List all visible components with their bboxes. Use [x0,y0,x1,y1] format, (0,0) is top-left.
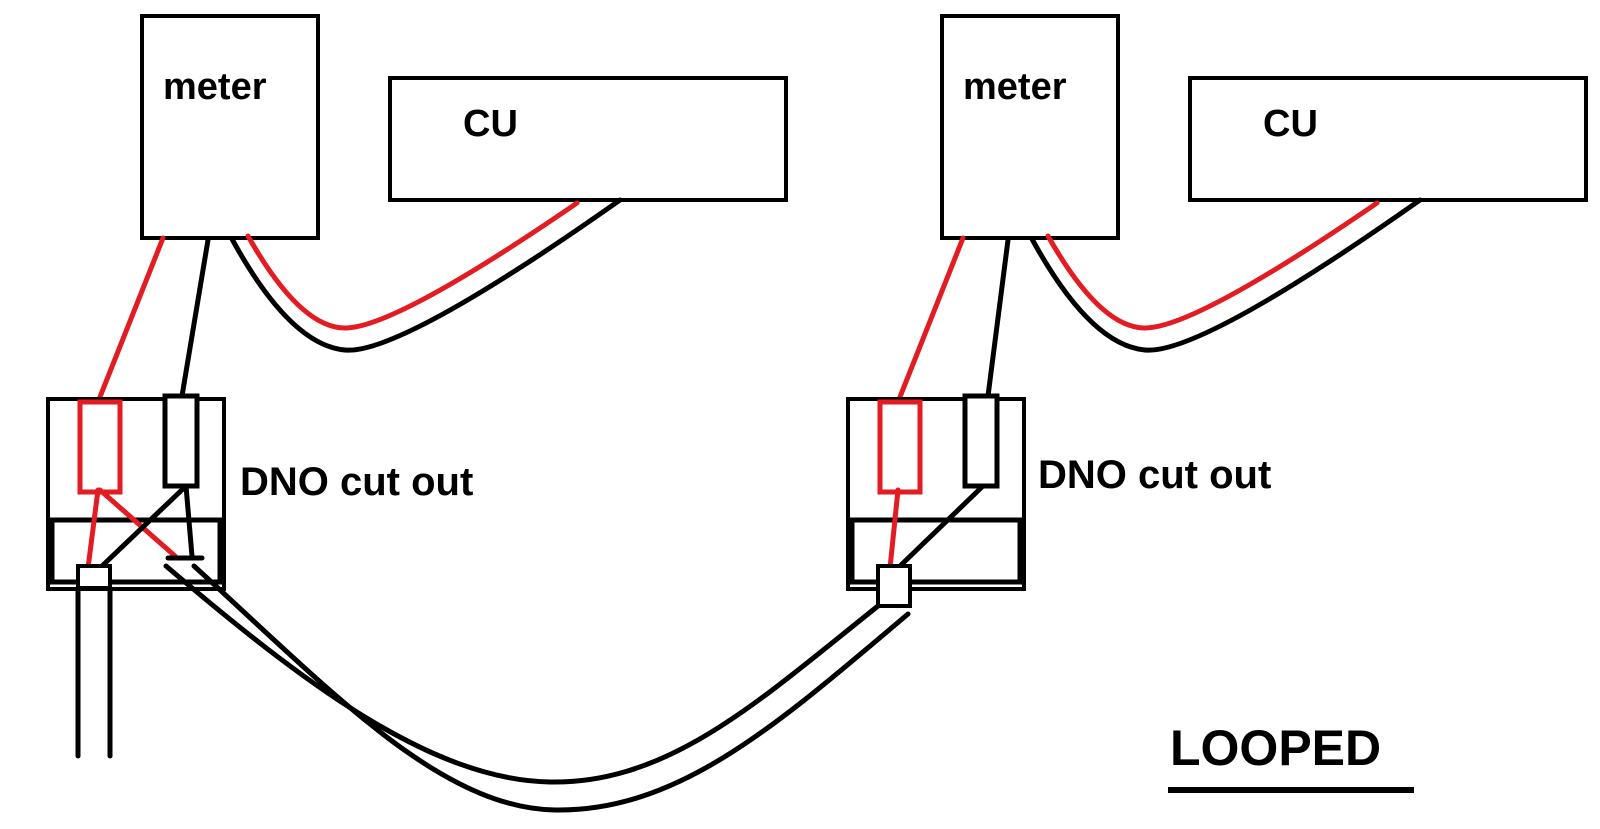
right-incoming-terminal [876,564,912,608]
left-incoming-terminal [76,564,112,590]
right-meter-box [940,14,1120,240]
left-dno-cutout: DNO cut out [46,393,473,591]
looped-title: LOOPED [1170,720,1381,776]
loop-cable-inner [163,563,881,785]
right-meter-cu-neutral-tail [1029,197,1423,353]
left-meter-cu-live-tail [245,200,580,331]
loop-cable [163,563,911,813]
right-live-fuse [877,399,923,495]
right-meter-live-tail [895,235,966,405]
left-installation: meter CU DNO cut out [46,14,788,759]
left-live-internal-1 [85,487,101,571]
right-dno-cutout: DNO cut out [846,393,1271,608]
right-cu-box [1188,76,1588,202]
left-neutral-internal-2 [183,483,195,559]
left-meter-live-tail [95,235,166,405]
left-cu-box [388,76,788,202]
left-cutout-label: DNO cut out [240,460,473,504]
right-neutral-link [962,393,1000,489]
left-meter-box [140,14,320,240]
left-neutral-internal-1 [99,483,189,569]
right-meter-cu-live-tail [1045,200,1380,331]
left-live-internal-2 [97,487,178,559]
left-meter-cu-neutral-tail [229,197,623,353]
right-meter-label: meter [963,66,1067,108]
right-live-internal [887,487,901,571]
right-cutout-base [849,517,1023,585]
right-meter-neutral-tail [985,237,1011,399]
right-neutral-internal [897,483,986,569]
loop-cable-outer [191,563,911,813]
left-meter-label: meter [163,66,267,108]
right-installation: meter CU DNO cut out [846,14,1588,608]
right-cu-label: CU [1263,103,1318,145]
left-live-fuse [77,399,123,495]
left-cu-label: CU [463,103,518,145]
left-neutral-link [162,393,200,489]
right-cutout-label: DNO cut out [1038,453,1271,497]
left-meter-neutral-tail [179,237,211,399]
